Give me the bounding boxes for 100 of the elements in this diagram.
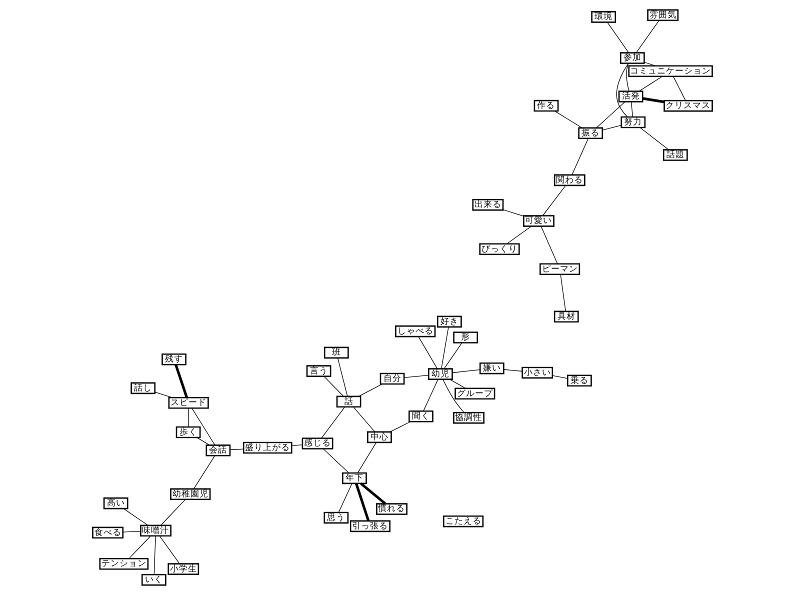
connector <box>122 530 140 532</box>
node-box: 中心 <box>366 431 392 444</box>
node-box: 高い <box>102 497 128 510</box>
connector <box>128 536 150 559</box>
connector <box>616 62 628 118</box>
connector <box>571 138 588 176</box>
connector <box>354 483 370 522</box>
node-box: 感じる <box>301 438 333 450</box>
connector <box>642 97 664 104</box>
node-box: 乗る <box>566 374 592 386</box>
node-box: 振る <box>578 127 603 140</box>
node-box: 小学生 <box>167 563 199 575</box>
node-box: 味噌汁 <box>140 524 171 537</box>
connector <box>672 76 686 101</box>
connector <box>560 274 566 312</box>
connector <box>606 22 629 54</box>
node-box: テンション <box>98 558 148 570</box>
node-box: 会話 <box>205 444 230 456</box>
node-box: 作る <box>533 100 558 112</box>
node-box: 活発 <box>618 90 643 102</box>
connector <box>191 408 215 446</box>
node-box: コミュニケーション <box>628 65 712 78</box>
node-box: 残す <box>161 354 186 366</box>
connector <box>174 364 188 398</box>
node-box: こたえる <box>442 515 484 528</box>
connector <box>596 101 625 128</box>
connector <box>154 392 172 398</box>
connector <box>554 110 582 128</box>
connector <box>552 375 568 379</box>
connector <box>158 536 180 564</box>
connector <box>418 336 438 370</box>
node-box: いく <box>140 574 166 586</box>
node-box: 言う <box>306 365 331 377</box>
connector <box>360 482 386 505</box>
node-box: 関わる <box>553 174 585 186</box>
connector <box>322 448 349 474</box>
connector <box>320 406 345 439</box>
node-box: 好き <box>436 316 462 328</box>
connector <box>290 444 302 446</box>
connector <box>153 536 156 575</box>
connector <box>229 448 244 450</box>
node-box: クリスマス <box>663 100 712 112</box>
connector <box>336 358 348 397</box>
connector <box>196 437 210 446</box>
connector <box>323 376 344 397</box>
connector <box>635 20 659 54</box>
node-box: 幼児 <box>428 368 452 380</box>
connector <box>356 442 376 474</box>
connector <box>626 63 629 92</box>
connector <box>403 374 428 378</box>
node-box: 出来る <box>472 198 504 211</box>
node-box: 雰囲気 <box>646 9 678 22</box>
connector <box>448 379 466 389</box>
node-box: 食べる <box>92 526 124 539</box>
node-box: 話し <box>130 382 155 394</box>
node-box: 環境 <box>590 11 616 23</box>
connector <box>440 326 448 370</box>
connector <box>502 209 524 216</box>
connector <box>630 101 632 118</box>
node-box: 話 <box>336 396 361 408</box>
node-box: 班 <box>323 346 348 359</box>
connector <box>452 369 480 374</box>
node-box: スピード <box>168 397 208 409</box>
node-box: 慣れる <box>376 503 407 515</box>
connector <box>602 125 622 130</box>
connector <box>638 76 662 92</box>
node-box: 歩く <box>175 426 200 438</box>
node-box: 引っ張る <box>349 520 390 532</box>
node-box: 聞く <box>408 410 433 422</box>
connector <box>542 185 566 216</box>
node-box: 年下 <box>342 472 366 484</box>
node-box: 協調性 <box>452 412 484 424</box>
connector <box>443 342 462 370</box>
node-box: 盛り上がる <box>242 442 292 454</box>
node-box: 参加 <box>619 52 644 64</box>
connector <box>639 127 668 150</box>
connector <box>358 384 382 397</box>
node-box: しゃべる <box>394 325 436 338</box>
node-box: 思う <box>323 512 348 524</box>
connector <box>422 379 438 412</box>
connector <box>122 508 148 526</box>
connector <box>352 406 375 432</box>
node-box: 小さい <box>521 366 553 379</box>
node-box: ピーマン <box>539 263 580 276</box>
connector <box>160 499 186 526</box>
node-box: 具材 <box>553 310 578 323</box>
connector <box>389 421 410 432</box>
connector <box>442 379 464 413</box>
connector <box>643 62 656 66</box>
connector <box>192 455 215 490</box>
node-box: 形 <box>452 332 478 344</box>
node-box: 嫌い <box>478 362 504 374</box>
connector <box>540 226 558 264</box>
connector <box>502 369 522 372</box>
node-box: 可愛い <box>522 215 554 227</box>
node-box: 話題 <box>662 149 688 161</box>
connector <box>338 483 352 513</box>
node-box: びっくり <box>478 243 520 255</box>
node-box: 努力 <box>620 116 646 128</box>
node-box: 自分 <box>379 372 404 385</box>
